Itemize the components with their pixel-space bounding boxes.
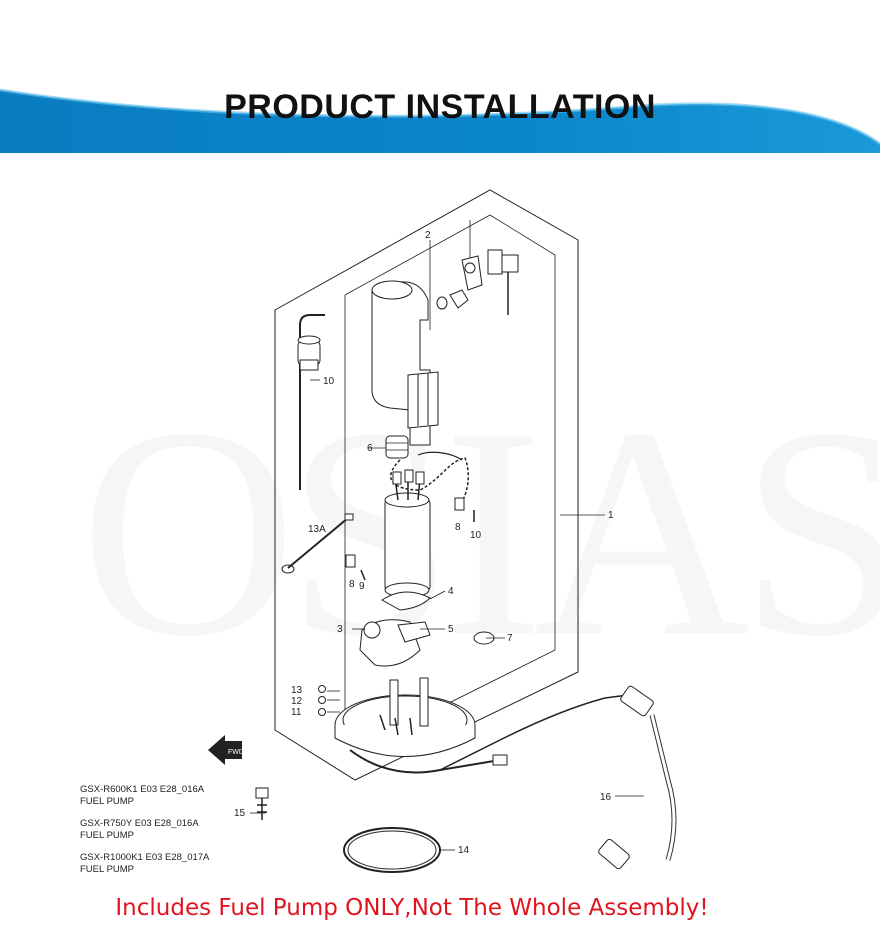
callout-11: 11	[291, 707, 302, 718]
caption-2: GSX-R750Y E03 E28_016A FUEL PUMP	[80, 818, 199, 842]
fwd-arrow-icon: FWD	[208, 735, 244, 765]
caption-2-model: GSX-R750Y E03 E28_016A	[80, 818, 199, 829]
callout-15: 15	[234, 808, 246, 819]
callout-10a: 10	[323, 376, 335, 387]
callout-9: 9	[359, 581, 365, 592]
caption-1-model: GSX-R600K1 E03 E28_016A	[80, 784, 205, 795]
callout-13a: 13A	[308, 524, 326, 535]
caption-3: GSX-R1000K1 E03 E28_017A FUEL PUMP	[80, 852, 209, 876]
ground-cable	[287, 517, 349, 569]
callout-2: 2	[425, 230, 431, 241]
pump-housing-part	[371, 280, 439, 446]
caption-3-part: FUEL PUMP	[80, 864, 135, 875]
outer-frame	[274, 189, 579, 781]
callout-3: 3	[337, 624, 343, 635]
callout-7: 7	[507, 633, 513, 644]
svg-text:FWD: FWD	[228, 749, 244, 756]
callout-12: 12	[291, 696, 303, 707]
callout-6: 6	[367, 443, 373, 454]
pump-ring	[381, 591, 431, 611]
o-ring	[343, 827, 441, 873]
strainer-part	[385, 435, 409, 459]
bolt-part	[257, 798, 267, 820]
wire-harness	[390, 457, 470, 506]
callout-16: 16	[600, 792, 612, 803]
callout-8b: 8	[349, 579, 355, 590]
pump-bracket-part	[359, 619, 431, 667]
harness-cable-part	[439, 685, 677, 870]
caption-2-part: FUEL PUMP	[80, 830, 135, 841]
callout-8a: 8	[455, 522, 461, 533]
filter-pipe-part	[297, 314, 325, 490]
base-plate	[334, 677, 508, 774]
caption-1: GSX-R600K1 E03 E28_016A FUEL PUMP	[80, 784, 204, 808]
fitting-parts	[436, 249, 519, 315]
header-banner	[0, 88, 880, 153]
callout-1: 1	[608, 510, 614, 521]
exploded-parts-diagram: FWD 1 2 3 4 5 6 7 8 8 9 10 10 11 12 13 1…	[208, 189, 677, 873]
callout-5: 5	[448, 624, 454, 635]
caption-1-part: FUEL PUMP	[80, 796, 135, 807]
page-title: PRODUCT INSTALLATION	[224, 88, 656, 126]
callout-14: 14	[458, 845, 470, 856]
callout-13: 13	[291, 685, 303, 696]
footer-note: Includes Fuel Pump ONLY,Not The Whole As…	[115, 895, 709, 921]
callout-4: 4	[448, 586, 454, 597]
callout-10b: 10	[470, 530, 482, 541]
caption-3-model: GSX-R1000K1 E03 E28_017A	[80, 852, 210, 863]
